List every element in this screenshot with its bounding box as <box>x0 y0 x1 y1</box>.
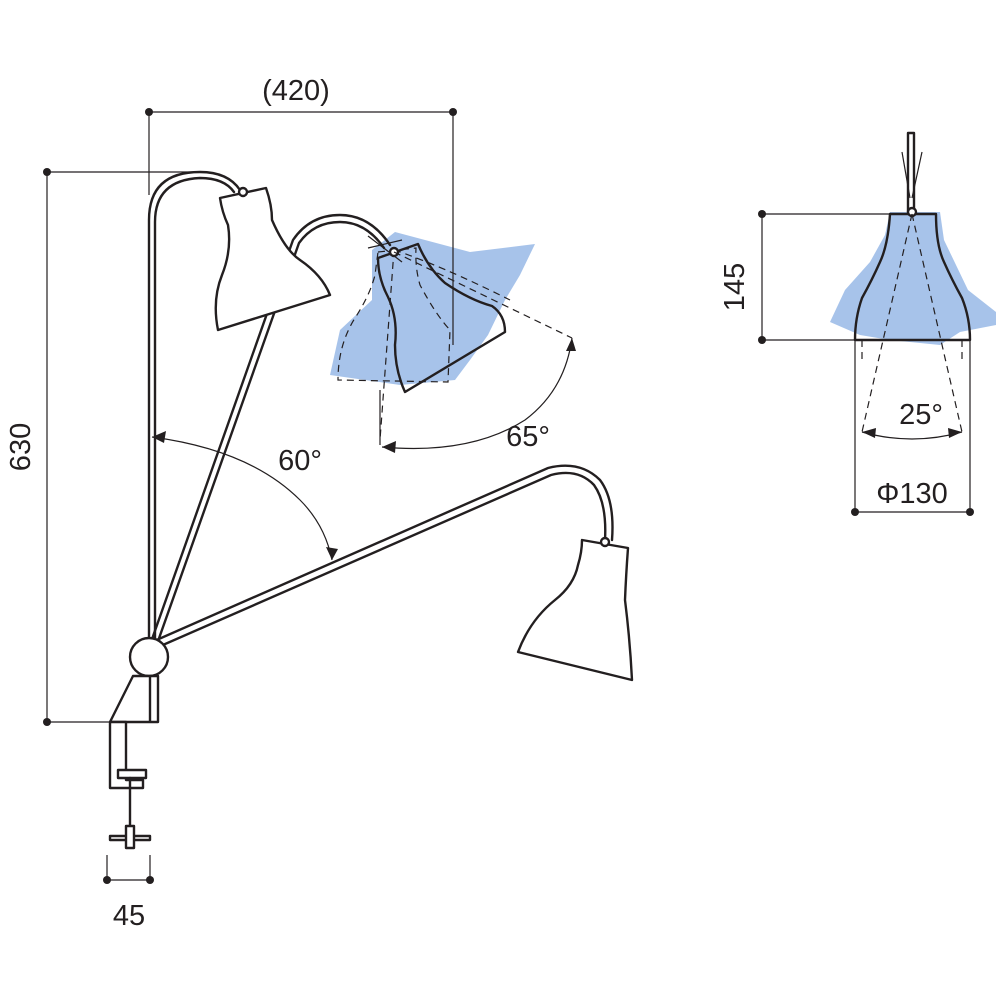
clamp-width-label: 45 <box>113 900 145 932</box>
desk-clamp <box>108 674 160 850</box>
shade-diameter-label: Φ130 <box>876 478 948 510</box>
width-top-label: (420) <box>262 75 330 107</box>
lamp-arm-tilted <box>149 213 392 646</box>
lamp-shade-tilted <box>367 235 507 394</box>
dimension-width-top: (420) <box>145 75 457 345</box>
shade-height-label: 145 <box>719 263 751 311</box>
height-total-label: 630 <box>5 423 37 471</box>
angle-arm-swing-label: 60° <box>278 445 322 477</box>
dimension-clamp-width: 45 <box>103 855 154 932</box>
angle-beam-label: 25° <box>899 399 943 431</box>
angle-shade-tilt: 65° <box>379 251 576 453</box>
lamp-shade-upright <box>214 186 332 332</box>
lamp-shade-extended <box>516 536 634 682</box>
angle-shade-tilt-label: 65° <box>506 421 550 453</box>
lamp-shade-tilted-ghost <box>337 247 511 441</box>
angle-arm-swing: 60° <box>151 431 338 561</box>
lamp-pivot-joint <box>128 636 170 678</box>
dimension-height-total: 630 <box>5 168 205 726</box>
angle-beam: 25° <box>861 399 963 440</box>
lamp-arm-extended <box>150 464 614 650</box>
dimension-shade-height: 145 <box>719 210 890 344</box>
lamp-shade-side-view <box>853 131 972 433</box>
light-beam-main <box>330 232 535 385</box>
light-beam-side <box>830 212 996 345</box>
lamp-arm-vertical <box>147 170 242 642</box>
dimension-shade-diameter: Φ130 <box>851 340 974 516</box>
